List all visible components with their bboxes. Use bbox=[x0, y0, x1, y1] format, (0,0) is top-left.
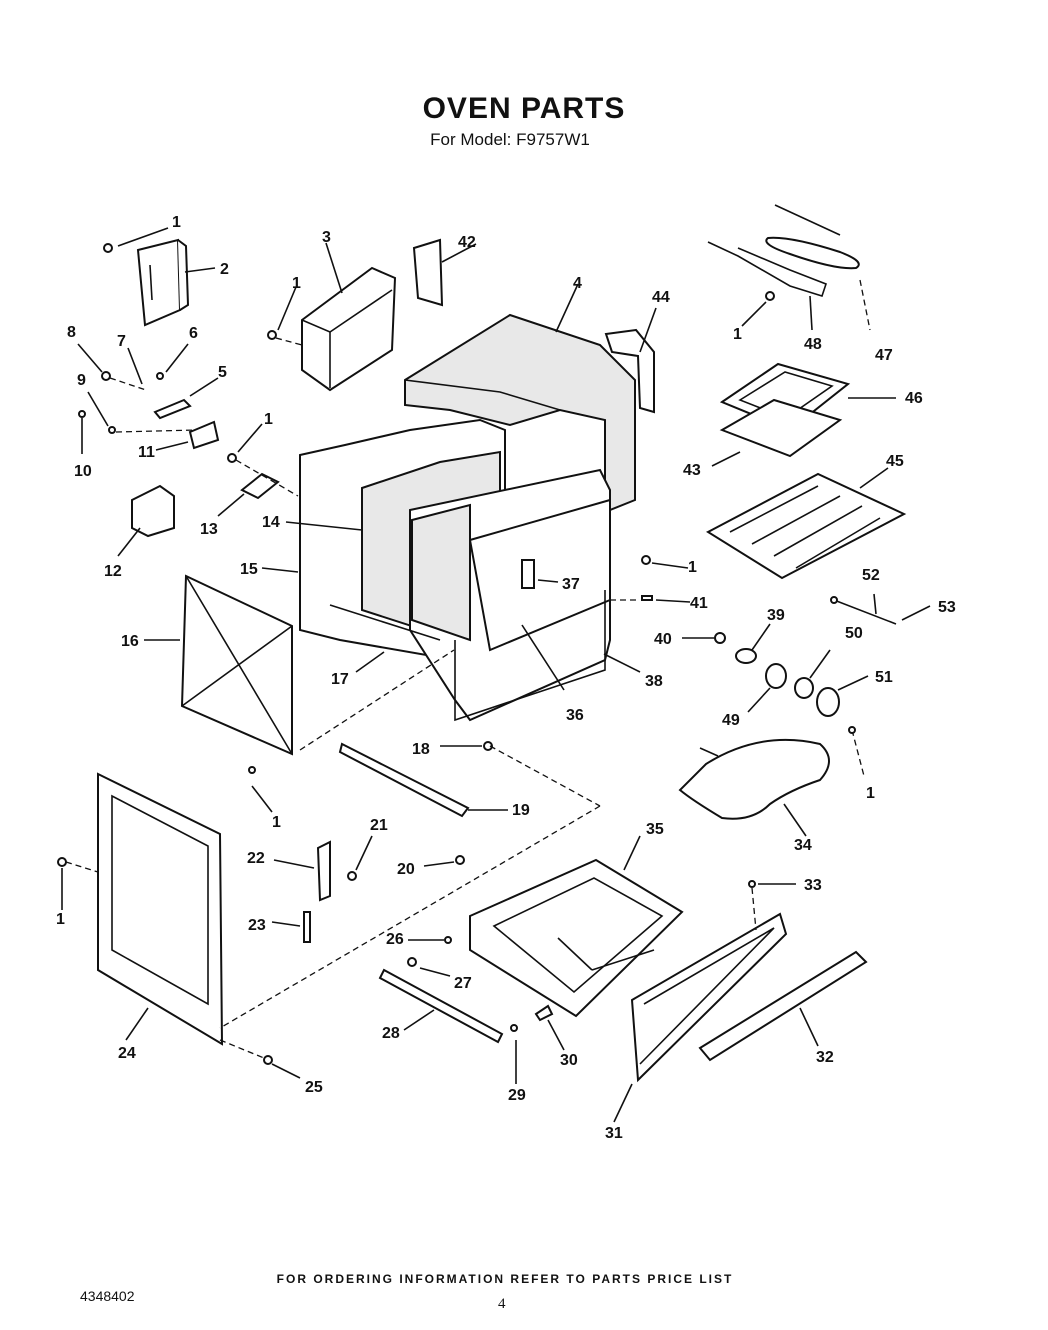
callout-label: 31 bbox=[605, 1125, 623, 1142]
broiler-pan-46-43 bbox=[711, 362, 896, 467]
part-48-broil-element bbox=[707, 204, 871, 331]
callout-label: 52 bbox=[862, 567, 880, 584]
callout-label: 1 bbox=[292, 275, 301, 292]
storage-drawer-35 bbox=[407, 835, 684, 1018]
callout-label: 1 bbox=[866, 785, 875, 802]
callout-label: 48 bbox=[804, 336, 822, 353]
callout-label: 34 bbox=[794, 837, 812, 854]
callout-label: 3 bbox=[322, 229, 331, 246]
callout-label: 7 bbox=[117, 333, 126, 350]
callout-label: 46 bbox=[905, 390, 923, 407]
callout-label: 22 bbox=[247, 850, 265, 867]
document-number: 4348402 bbox=[80, 1288, 135, 1304]
callout-label: 10 bbox=[74, 463, 92, 480]
model-subtitle: For Model: F9757W1 bbox=[430, 130, 590, 149]
callout-label: 35 bbox=[646, 821, 664, 838]
callout-label: 15 bbox=[240, 561, 258, 578]
callout-label: 1 bbox=[688, 559, 697, 576]
part-44 bbox=[604, 307, 657, 414]
bake-element-34 bbox=[678, 739, 830, 837]
callout-label: 19 bbox=[512, 802, 530, 819]
parts-41-1 bbox=[610, 555, 691, 603]
callout-label: 36 bbox=[566, 707, 584, 724]
oven-door-outer-24 bbox=[57, 772, 301, 1079]
callout-label: 5 bbox=[218, 364, 227, 381]
part-3-shield bbox=[267, 242, 397, 392]
drawer-front-31-33 bbox=[613, 880, 868, 1123]
callout-label: 32 bbox=[816, 1049, 834, 1066]
callout-label: 17 bbox=[331, 671, 349, 688]
part-42 bbox=[412, 238, 477, 307]
oven-front-frame-36-38 bbox=[329, 468, 641, 722]
callout-label: 51 bbox=[875, 669, 893, 686]
oven-door-inner-16 bbox=[144, 574, 293, 756]
callout-label: 4 bbox=[573, 275, 582, 292]
callout-label: 16 bbox=[121, 633, 139, 650]
callout-label: 39 bbox=[767, 607, 785, 624]
callout-label: 41 bbox=[690, 595, 708, 612]
callout-label: 23 bbox=[248, 917, 266, 934]
small-parts-5-11 bbox=[77, 343, 220, 454]
hinge-parts-18-23 bbox=[248, 741, 508, 943]
callout-label: 49 bbox=[722, 712, 740, 729]
callout-label: 1 bbox=[56, 911, 65, 928]
callout-label: 30 bbox=[560, 1052, 578, 1069]
callout-label: 1 bbox=[272, 814, 281, 831]
callout-label: 8 bbox=[67, 324, 76, 341]
callout-label: 43 bbox=[683, 462, 701, 479]
callout-label: 42 bbox=[458, 234, 476, 251]
callout-label: 25 bbox=[305, 1079, 323, 1096]
callout-label: 27 bbox=[454, 975, 472, 992]
part-4-oven-wrapper bbox=[404, 283, 636, 514]
callout-label: 14 bbox=[262, 514, 280, 531]
callout-label: 28 bbox=[382, 1025, 400, 1042]
part-2-bracket bbox=[103, 227, 216, 327]
callout-label: 20 bbox=[397, 861, 415, 878]
callout-label: 6 bbox=[189, 325, 198, 342]
callout-label: 12 bbox=[104, 563, 122, 580]
callout-label: 24 bbox=[118, 1045, 136, 1062]
page-title: OVEN PARTS bbox=[422, 92, 626, 125]
callout-label: 2 bbox=[220, 261, 229, 278]
callout-label: 38 bbox=[645, 673, 663, 690]
callout-label: 13 bbox=[200, 521, 218, 538]
callout-label: 29 bbox=[508, 1087, 526, 1104]
callout-label: 37 bbox=[562, 576, 580, 593]
assembly-guide-lines bbox=[219, 649, 601, 1029]
callout-label: 44 bbox=[652, 289, 670, 306]
ordering-note: FOR ORDERING INFORMATION REFER TO PARTS … bbox=[276, 1272, 734, 1286]
callout-label: 33 bbox=[804, 877, 822, 894]
drawer-slide-28 bbox=[378, 968, 565, 1084]
part-13 bbox=[217, 423, 299, 517]
callout-label: 50 bbox=[845, 625, 863, 642]
callout-label: 53 bbox=[938, 599, 956, 616]
callout-label: 21 bbox=[370, 817, 388, 834]
light-assembly-39-53 bbox=[682, 593, 931, 777]
callout-label: 47 bbox=[875, 347, 893, 364]
callout-label: 26 bbox=[386, 931, 404, 948]
callout-labels: 1 2 3 42 4 44 1 48 47 1 8 7 6 5 9 10 11 … bbox=[56, 214, 956, 1142]
callout-label: 45 bbox=[886, 453, 904, 470]
page-number: 4 bbox=[498, 1296, 506, 1312]
callout-label: 18 bbox=[412, 741, 430, 758]
part-12 bbox=[117, 484, 175, 557]
callout-label: 11 bbox=[138, 444, 155, 461]
callout-label: 1 bbox=[264, 411, 273, 428]
callout-label: 1 bbox=[733, 326, 742, 343]
callout-label: 9 bbox=[77, 372, 86, 389]
callout-label: 40 bbox=[654, 631, 672, 648]
callout-label: 1 bbox=[172, 214, 181, 231]
oven-rack-45 bbox=[705, 467, 907, 580]
